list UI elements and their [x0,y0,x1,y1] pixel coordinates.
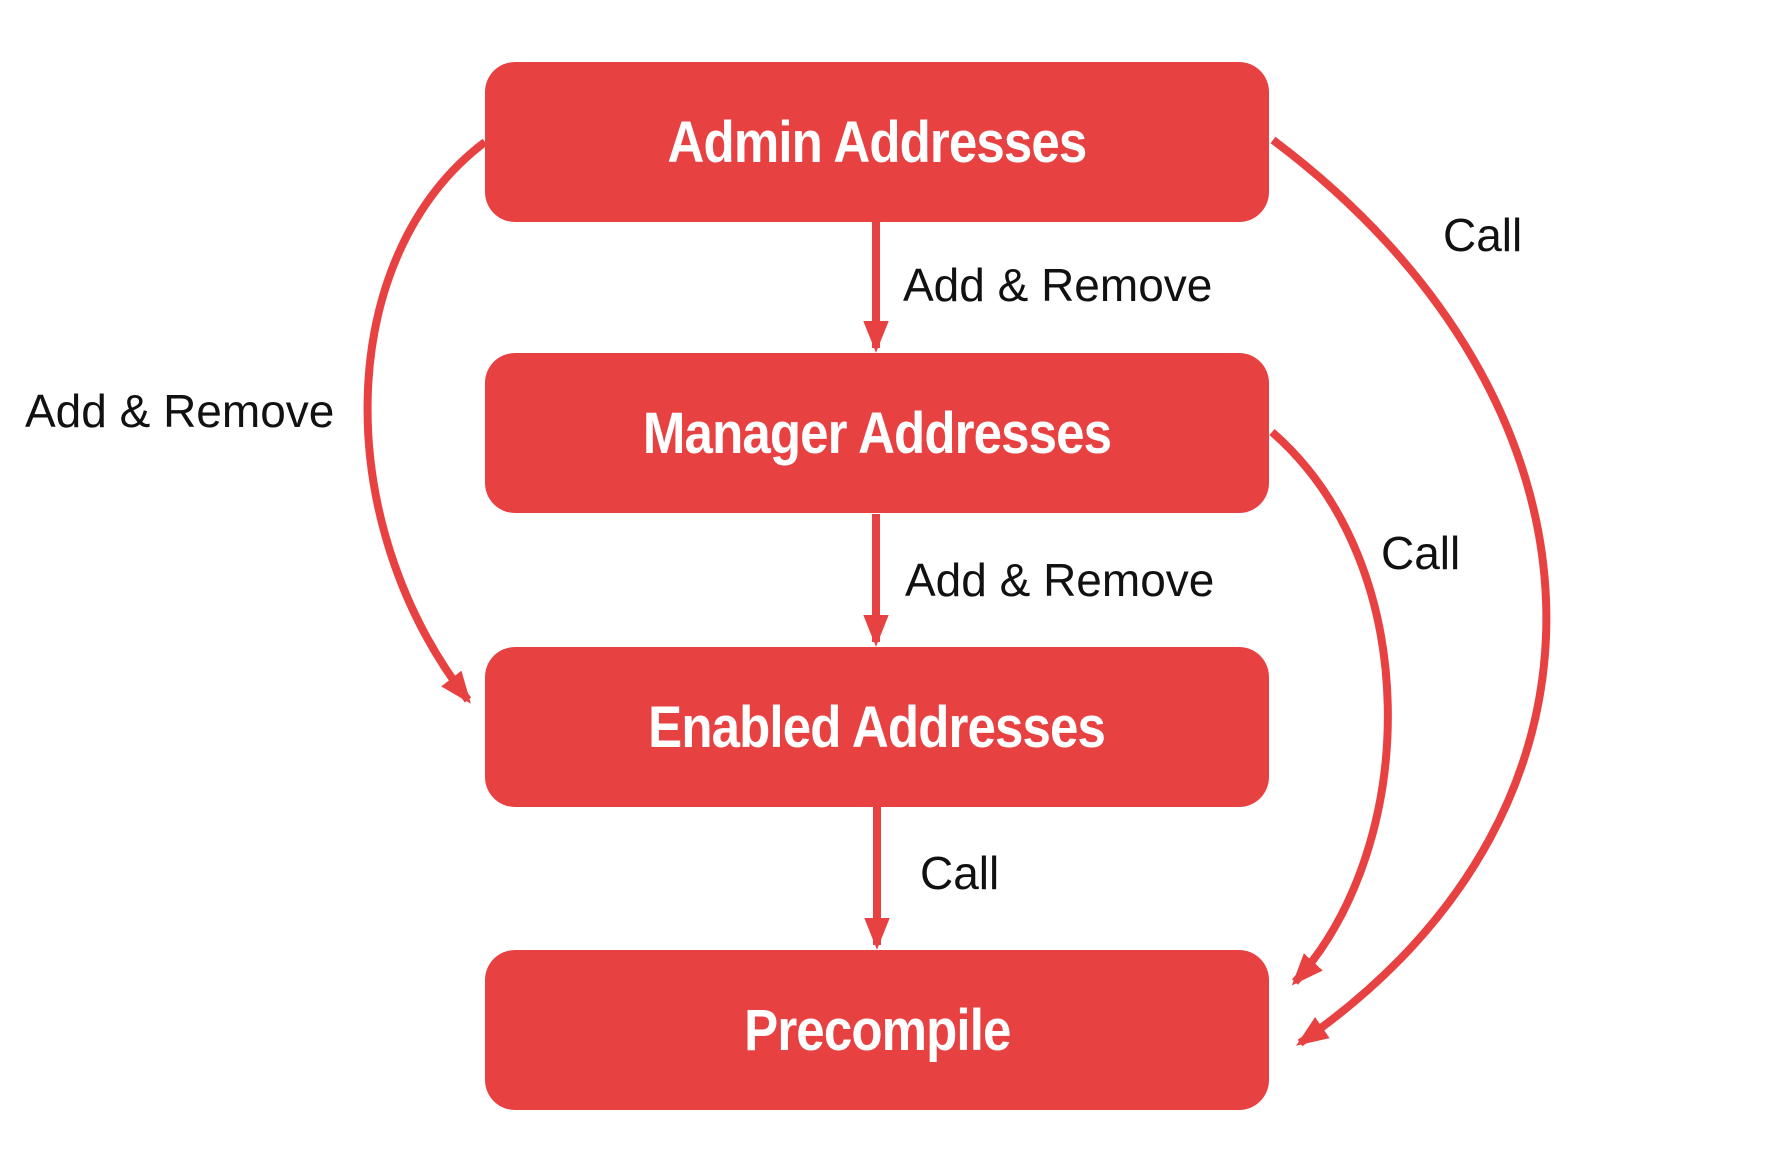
edge-admin-to-enabled-curve [363,138,488,704]
node-precompile: Precompile [485,950,1269,1110]
node-label: Precompile [743,997,1011,1063]
edge-label-manager-enabled: Add & Remove [905,554,1215,606]
edge-label-admin-manager: Add & Remove [903,259,1213,311]
edge-label-admin-precompile: Call [1443,209,1523,261]
edge-label-admin-enabled: Add & Remove [25,385,335,437]
node-manager-addresses: Manager Addresses [485,353,1269,513]
edge-admin-to-precompile-curve [1270,136,1551,1047]
node-label: Enabled Addresses [648,694,1107,760]
node-admin-addresses: Admin Addresses [485,62,1269,222]
edge-label-manager-precompile: Call [1381,527,1461,579]
edge-label-enabled-precompile: Call [920,847,1000,899]
node-label: Manager Addresses [642,400,1112,466]
edge-manager-to-precompile-curve [1269,428,1392,986]
node-label: Admin Addresses [667,109,1088,175]
node-enabled-addresses: Enabled Addresses [485,647,1269,807]
